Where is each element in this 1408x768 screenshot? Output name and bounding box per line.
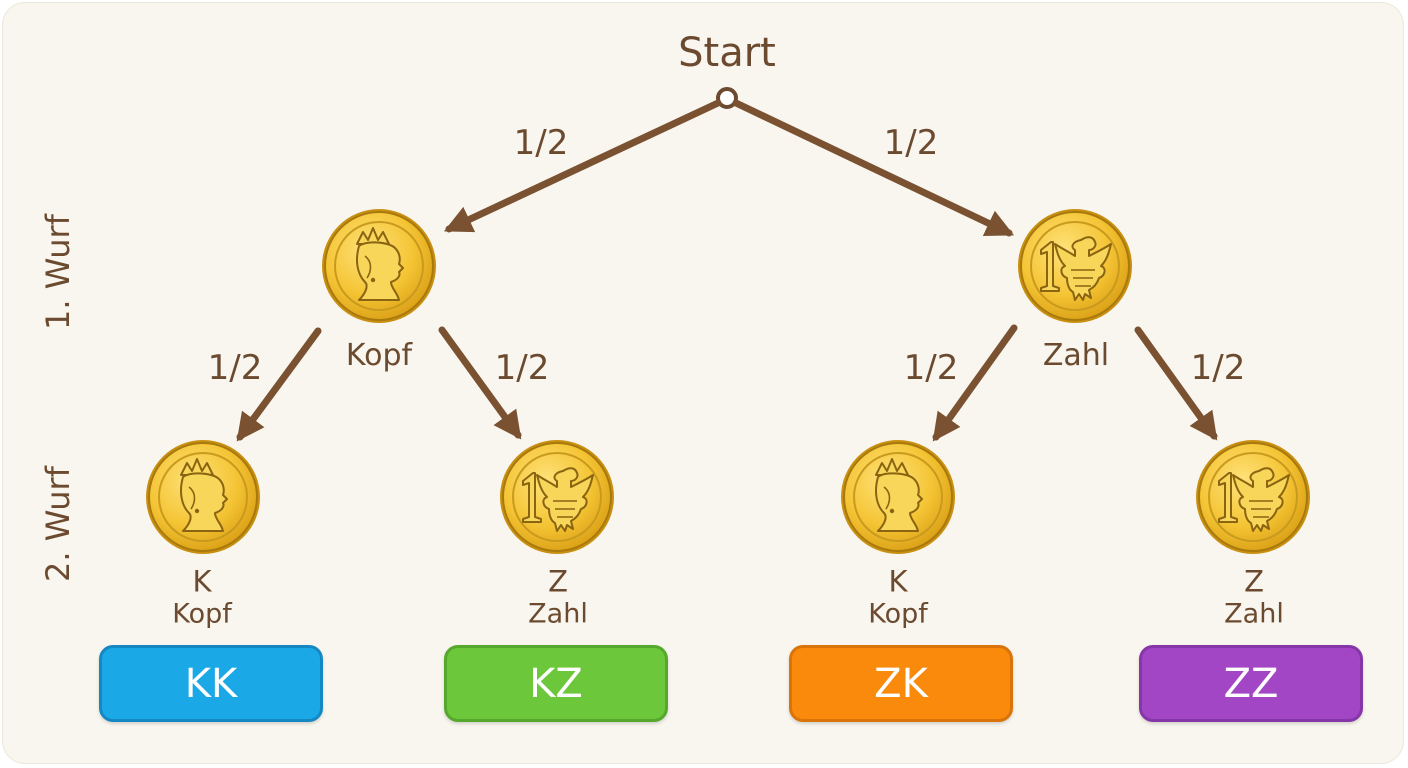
level2-kz-short: Z xyxy=(548,564,568,599)
level1-zahl-label: Zahl xyxy=(1042,338,1110,373)
prob-kopf-kopf: 1/2 xyxy=(207,348,263,388)
prob-start-kopf: 1/2 xyxy=(513,123,569,163)
branch-kopf-kopf xyxy=(236,327,322,442)
prob-kopf-zahl: 1/2 xyxy=(494,348,550,388)
coin-zahl-icon xyxy=(1017,208,1133,324)
outcome-zz-label: ZZ xyxy=(1223,660,1279,707)
row-label-first-throw: 1. Wurf xyxy=(39,214,77,330)
outcome-zk-label: ZK xyxy=(874,660,928,707)
prob-zahl-zahl: 1/2 xyxy=(1190,348,1246,388)
outcome-zz-box: ZZ xyxy=(1139,645,1363,722)
level2-zz-short: Z xyxy=(1244,564,1264,599)
coin-kopf-kopf-icon xyxy=(145,439,261,555)
level2-kk-label: Kopf xyxy=(172,598,232,630)
outcome-zk-box: ZK xyxy=(789,645,1013,722)
level2-zz-label: Zahl xyxy=(1224,598,1284,630)
level1-kopf-label: Kopf xyxy=(345,338,413,373)
outcome-kk-box: KK xyxy=(99,645,323,722)
outcome-kz-box: KZ xyxy=(444,645,668,722)
diagram-background xyxy=(3,3,1403,763)
coin-kopf-icon xyxy=(321,208,437,324)
branch-kopf-zahl xyxy=(438,326,522,440)
start-node xyxy=(716,87,738,109)
level2-zk-short: K xyxy=(888,564,908,599)
start-label: Start xyxy=(678,30,776,76)
level2-kk-short: K xyxy=(192,564,212,599)
branch-zahl-kopf xyxy=(932,324,1018,442)
coin-zahl-zahl-icon xyxy=(1195,439,1311,555)
level2-zk-label: Kopf xyxy=(868,598,928,630)
outcome-kk-label: KK xyxy=(184,660,238,707)
branch-start-zahl xyxy=(732,99,1015,237)
outcome-kz-label: KZ xyxy=(529,660,583,707)
coin-zahl-kopf-icon xyxy=(840,439,956,555)
row-label-second-throw: 2. Wurf xyxy=(39,466,77,582)
coin-kopf-zahl-icon xyxy=(499,439,615,555)
level2-kz-label: Zahl xyxy=(528,598,588,630)
branch-start-kopf xyxy=(443,99,722,233)
prob-zahl-kopf: 1/2 xyxy=(903,348,959,388)
prob-start-zahl: 1/2 xyxy=(883,123,939,163)
branch-zahl-zahl xyxy=(1134,326,1218,441)
